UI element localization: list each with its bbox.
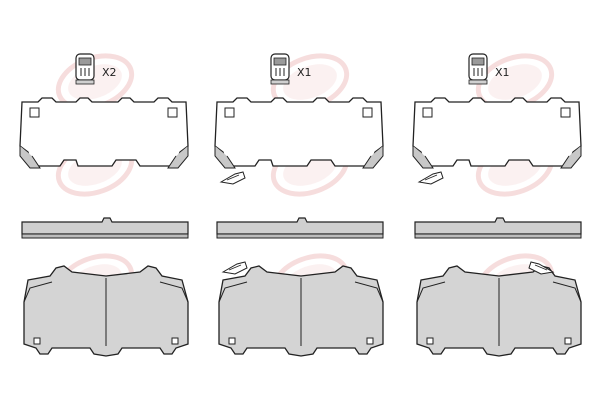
backing-plate-top-view bbox=[19, 97, 189, 169]
pad-side-view bbox=[21, 217, 189, 239]
panels-layer: X2 X1 X1 bbox=[19, 53, 582, 357]
sensor-quantity-label: X1 bbox=[495, 66, 510, 79]
brake-pad-set-2: X1 bbox=[214, 53, 384, 357]
wear-sensor-icon bbox=[75, 53, 95, 85]
backing-plate-top-view bbox=[412, 97, 582, 169]
wear-sensor-icon bbox=[270, 53, 290, 85]
sensor-quantity-label: X1 bbox=[297, 66, 312, 79]
wear-indicator-clip bbox=[220, 171, 246, 185]
wear-sensor-icon bbox=[468, 53, 488, 85]
wear-indicator-clip bbox=[418, 171, 444, 185]
friction-pad-front-view bbox=[218, 265, 384, 357]
pad-side-view bbox=[414, 217, 582, 239]
friction-pad-front-view bbox=[23, 265, 189, 357]
brake-pad-set-1: X2 bbox=[19, 53, 189, 357]
wear-indicator-clip bbox=[222, 261, 248, 275]
friction-pad-front-view bbox=[416, 265, 582, 357]
backing-plate-top-view bbox=[214, 97, 384, 169]
pad-side-view bbox=[216, 217, 384, 239]
brake-pad-set-3: X1 bbox=[412, 53, 582, 357]
sensor-quantity-label: X2 bbox=[102, 66, 117, 79]
